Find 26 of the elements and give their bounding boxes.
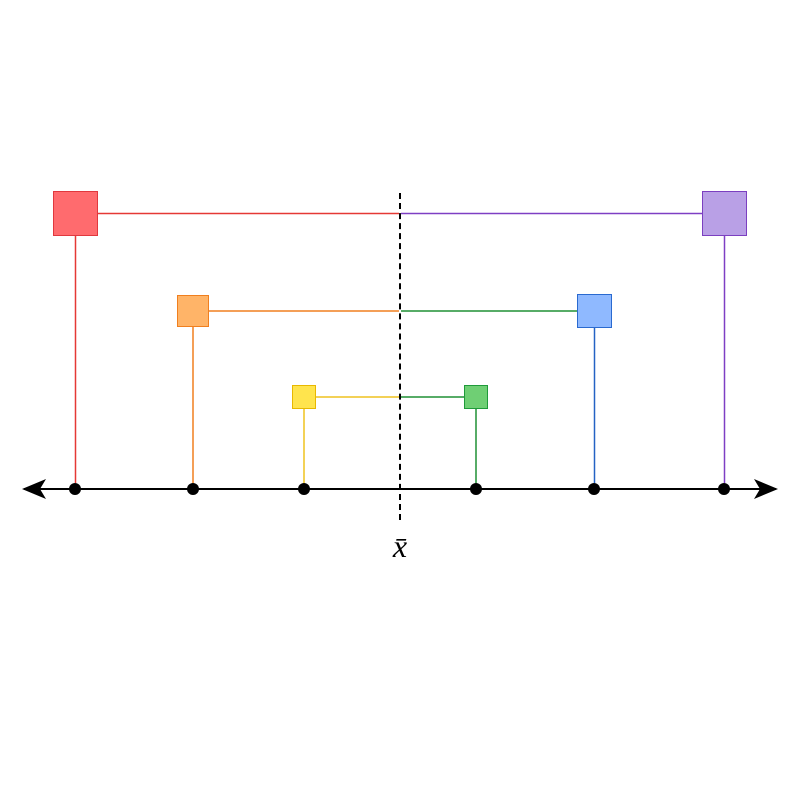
connector-line (74, 236, 76, 483)
data-point (588, 483, 600, 495)
connector-line (209, 310, 399, 312)
mean-line (399, 193, 401, 520)
connector-line (475, 409, 477, 483)
square-marker (464, 385, 488, 409)
data-point (298, 483, 310, 495)
connector-line (401, 396, 464, 398)
square-marker (577, 294, 612, 328)
data-point (470, 483, 482, 495)
connector-line (303, 409, 305, 483)
square-marker (292, 385, 316, 409)
connector-line (316, 396, 399, 398)
mean-symbol: x̄ (392, 530, 408, 562)
connector-line (724, 236, 726, 483)
square-marker (177, 295, 209, 327)
square-marker (53, 191, 98, 236)
square-marker (702, 191, 747, 236)
connector-line (401, 310, 577, 312)
connector-line (401, 212, 702, 214)
data-point (718, 483, 730, 495)
connector-line (98, 212, 399, 214)
connector-line (192, 327, 194, 483)
connector-line (594, 328, 596, 483)
data-point (187, 483, 199, 495)
data-point (69, 483, 81, 495)
